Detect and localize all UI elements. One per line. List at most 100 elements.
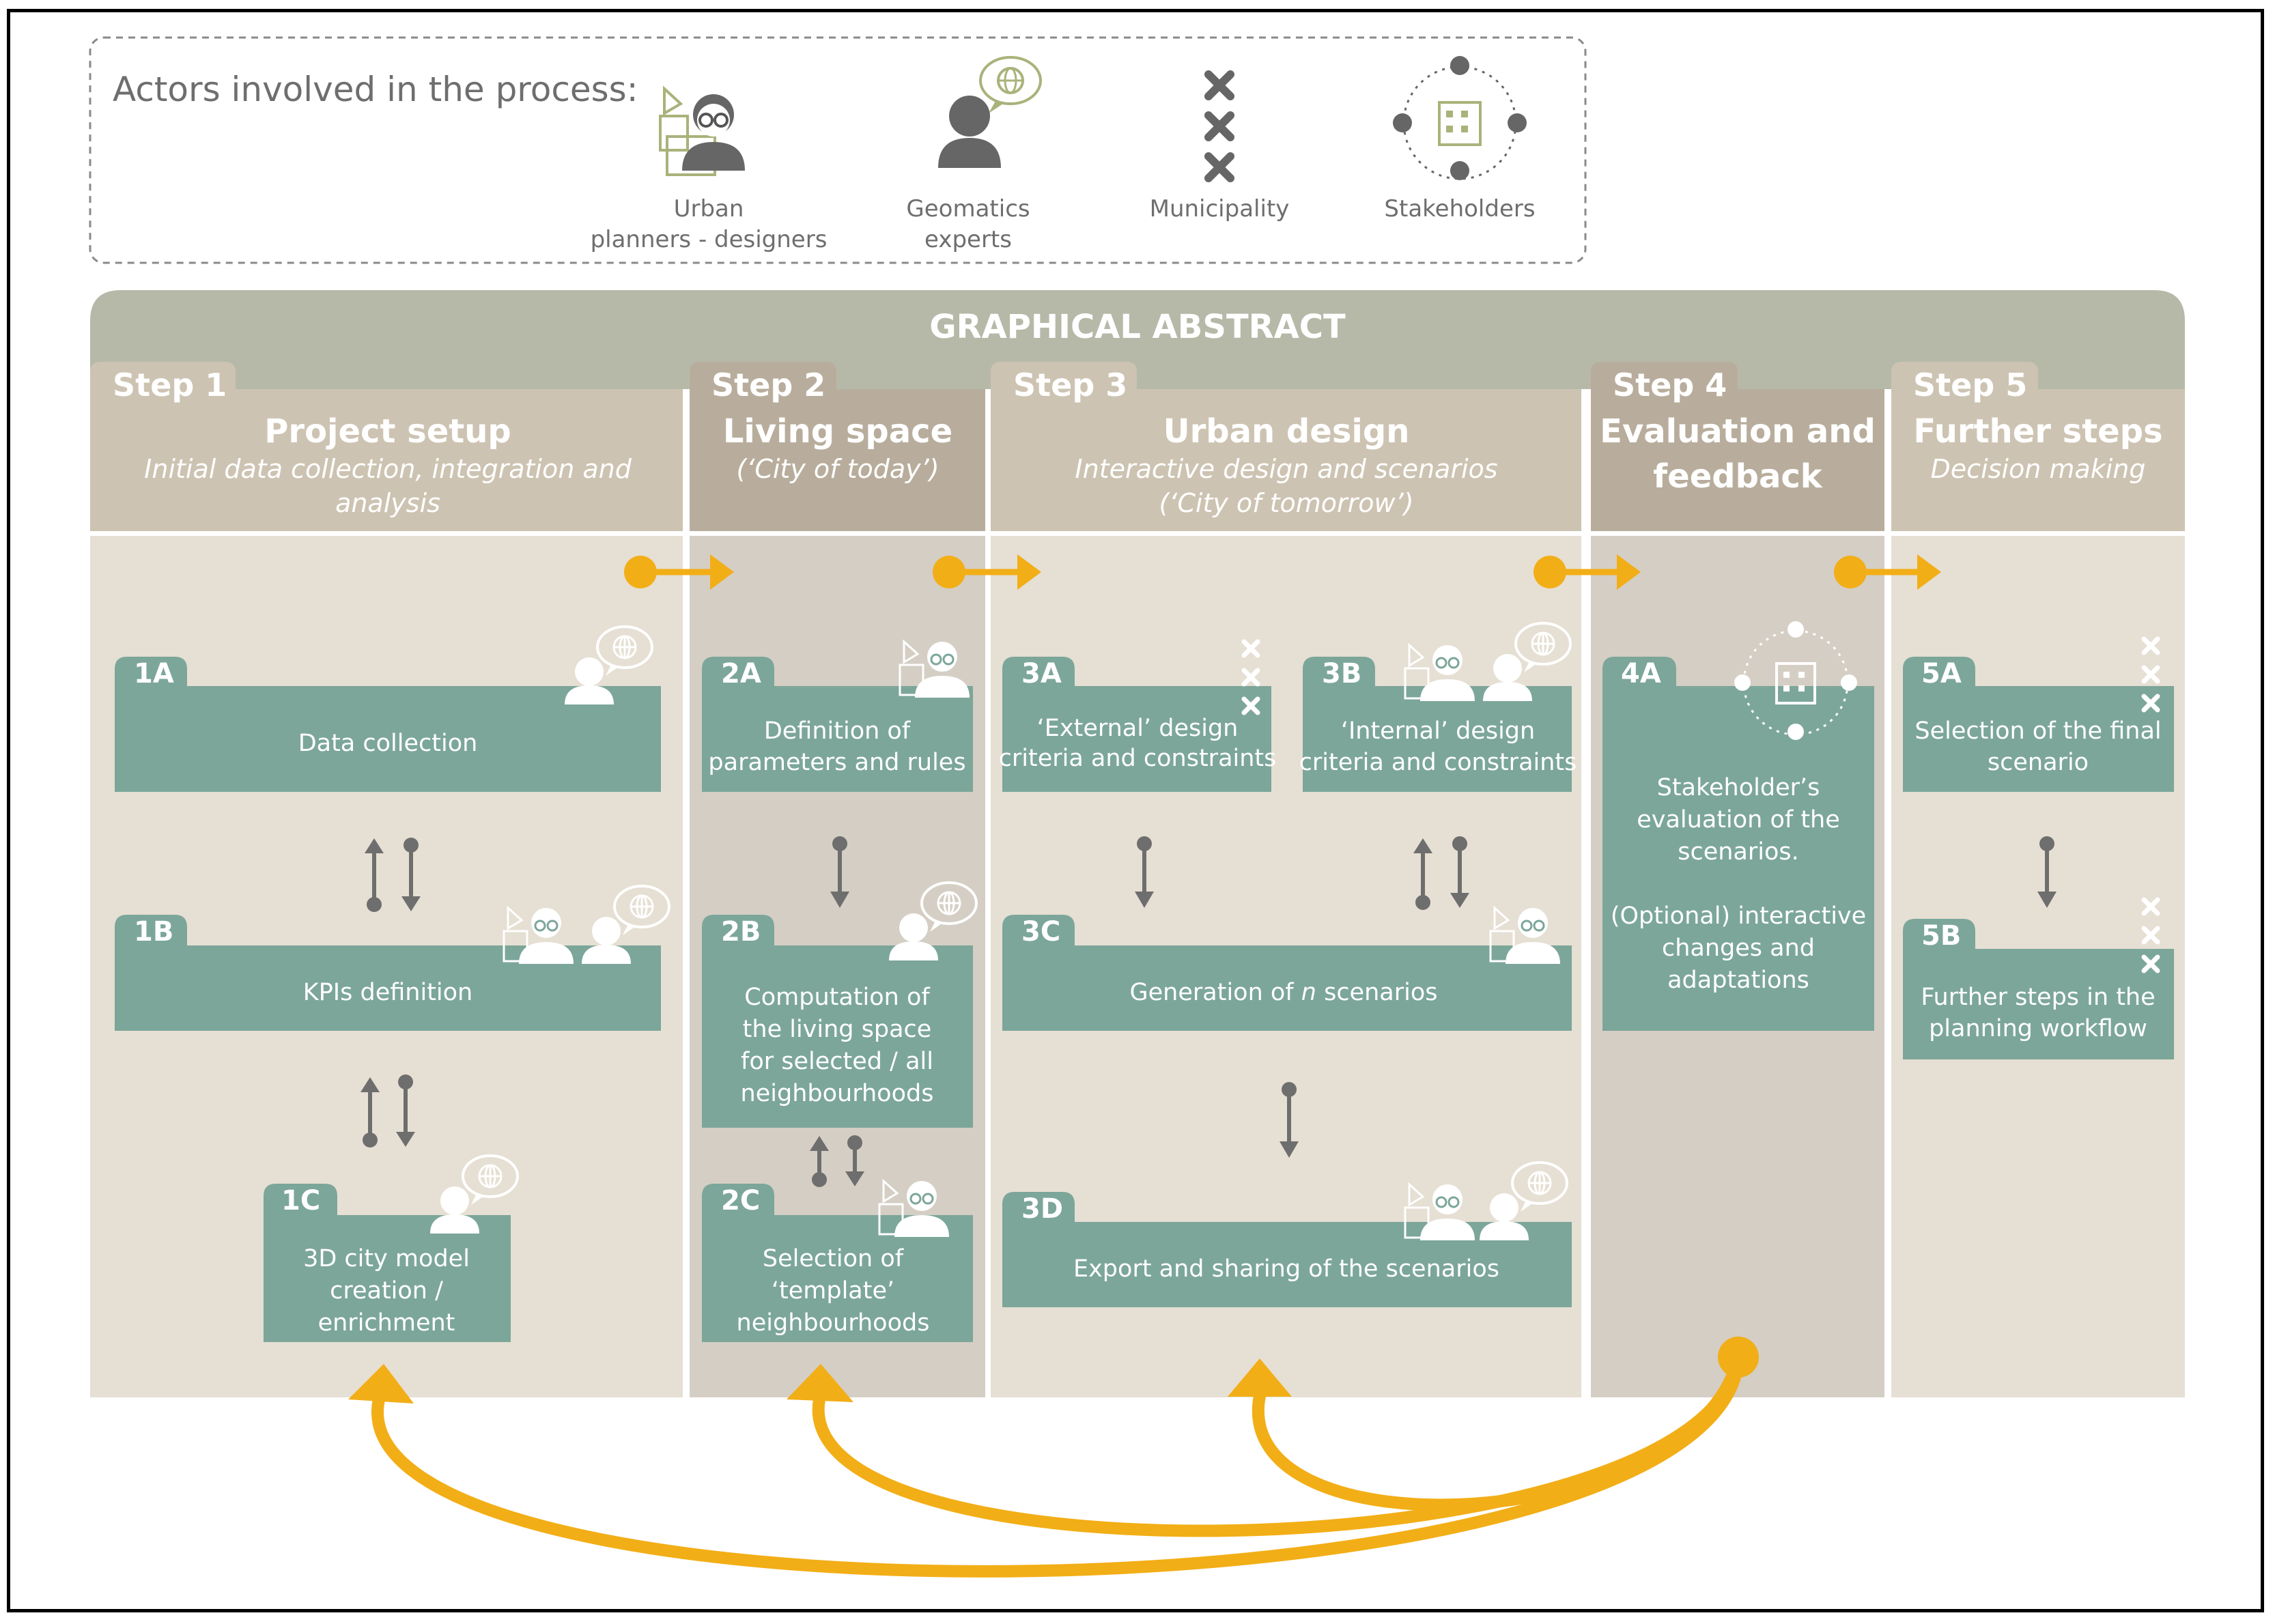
box-text-3A-2: criteria and constraints xyxy=(999,745,1277,772)
box-text-4A-1: Stakeholder’s xyxy=(1657,774,1820,801)
box-id-1A: 1A xyxy=(134,658,174,689)
box-text-1B-1: KPIs definition xyxy=(303,979,473,1006)
box-text-2B-4: neighbourhoods xyxy=(741,1080,934,1107)
bidirectional-arrow-2B-2C xyxy=(810,1135,864,1187)
process-box-3B: 3B ‘Internal’ design criteria and constr… xyxy=(1299,622,1577,792)
box-id-5A: 5A xyxy=(1921,658,1962,689)
box-text-1A-1: Data collection xyxy=(298,730,478,757)
box-id-3D: 3D xyxy=(1021,1193,1063,1225)
actor-label-geomatics-2: experts xyxy=(924,226,1012,253)
box-text-2B-2: the living space xyxy=(743,1016,932,1043)
process-box-3C: 3C Generation of n scenarios xyxy=(1002,907,1572,1031)
box-id-3B: 3B xyxy=(1322,658,1361,689)
step-flow-arrow-4 xyxy=(1834,554,1941,590)
step-subtitle-1b: analysis xyxy=(335,488,440,518)
step-title-2: Living space xyxy=(723,412,952,451)
box-id-5B: 5B xyxy=(1921,920,1961,952)
down-arrow-3C-3D xyxy=(1280,1082,1299,1158)
column-header-step-3 xyxy=(991,362,1581,531)
box-id-3A: 3A xyxy=(1021,658,1062,689)
actors-legend-box xyxy=(89,36,1587,264)
box-text-3B-2: criteria and constraints xyxy=(1299,749,1577,776)
geomatics-expert-icon xyxy=(938,56,1042,168)
box-text-4A-3: scenarios. xyxy=(1678,838,1799,866)
bidirectional-arrow-1B-1C xyxy=(361,1074,415,1148)
process-box-1C: 1C 3D city model creation / enrichment xyxy=(264,1154,519,1342)
feedback-arrowhead-step-2 xyxy=(787,1364,853,1402)
box-text-2B-3: for selected / all xyxy=(741,1048,933,1075)
box-text-4A-5: (Optional) interactive xyxy=(1611,902,1866,930)
step-subtitle-5a: Decision making xyxy=(1931,454,2146,484)
box-text-3A-1: ‘External’ design xyxy=(1037,715,1239,742)
step-subtitle-1a: Initial data collection, integration and xyxy=(144,454,632,484)
box-text-1C-1: 3D city model xyxy=(303,1245,470,1272)
feedback-loop-arrows xyxy=(371,1352,1744,1578)
step-flow-arrow-1 xyxy=(624,554,734,590)
process-box-3A: 3A ‘External’ design criteria and constr… xyxy=(999,642,1277,792)
box-text-4A-6: changes and xyxy=(1662,935,1815,962)
feedback-arrow-to-step-3 xyxy=(1252,1352,1744,1511)
box-text-5A-1: Selection of the final xyxy=(1914,717,2161,745)
box-text-3C-pre: Generation of xyxy=(1130,979,1301,1006)
process-box-1A: 1A Data collection xyxy=(115,625,661,792)
step-title-4b: feedback xyxy=(1653,457,1823,496)
column-header-step-5 xyxy=(1891,362,2185,531)
feedback-arrowhead-step-3 xyxy=(1228,1358,1292,1397)
box-text-4A-2: evaluation of the xyxy=(1637,806,1840,834)
process-box-1B: 1B KPIs definition xyxy=(115,885,670,1031)
actor-label-stakeholders: Stakeholders xyxy=(1384,195,1535,223)
actor-label-urban-2: planners - designers xyxy=(591,226,828,253)
box-text-3C-italic: n xyxy=(1301,979,1316,1006)
step-title-1: Project setup xyxy=(264,412,511,451)
stakeholders-icon xyxy=(1734,621,1857,740)
step-flow-arrow-2 xyxy=(933,554,1041,590)
actors-title: Actors involved in the process: xyxy=(113,70,638,109)
column-header-step-1 xyxy=(90,362,683,531)
box-id-3C: 3C xyxy=(1021,916,1060,948)
stakeholders-icon xyxy=(1393,56,1527,180)
column-header-step-2 xyxy=(690,362,985,531)
box-text-2C-1: Selection of xyxy=(763,1245,904,1272)
box-id-1C: 1C xyxy=(281,1185,320,1216)
box-text-3B-1: ‘Internal’ design xyxy=(1341,717,1535,745)
step-tag-1: Step 1 xyxy=(113,367,227,403)
step-subtitle-3b: (‘City of tomorrow’) xyxy=(1159,488,1413,518)
box-text-2C-2: ‘template’ xyxy=(772,1277,894,1305)
bidirectional-arrow-1A-1B xyxy=(365,838,421,912)
box-text-5B-1: Further steps in the xyxy=(1921,984,2155,1011)
municipality-icon xyxy=(1204,70,1234,182)
process-box-2B: 2B Computation of the living space for s… xyxy=(702,881,978,1128)
down-arrow-3A-3C xyxy=(1135,836,1154,908)
box-text-1C-3: enrichment xyxy=(318,1309,455,1337)
box-text-5B-2: planning workflow xyxy=(1929,1015,2147,1042)
box-text-3C-post: scenarios xyxy=(1316,979,1438,1006)
step-title-5: Further steps xyxy=(1913,412,2162,451)
step-flow-arrow-3 xyxy=(1534,554,1641,590)
feedback-loop-origin xyxy=(1718,1337,1759,1378)
box-id-2B: 2B xyxy=(721,916,761,948)
box-id-1B: 1B xyxy=(134,916,173,948)
bidirectional-arrow-3B-3C xyxy=(1413,836,1469,910)
process-box-5A: 5A Selection of the final scenario xyxy=(1903,639,2174,792)
step-title-3: Urban design xyxy=(1163,412,1410,451)
box-text-1C-2: creation / xyxy=(330,1277,443,1305)
box-text-3D-1: Export and sharing of the scenarios xyxy=(1073,1255,1499,1283)
box-id-2C: 2C xyxy=(721,1185,760,1216)
box-id-4A: 4A xyxy=(1621,658,1661,689)
column-header-step-4 xyxy=(1591,362,1884,531)
process-box-2C: 2C Selection of ‘template’ neighbourhood… xyxy=(702,1180,973,1342)
feedback-arrowhead-step-1 xyxy=(348,1364,414,1404)
step-tag-4: Step 4 xyxy=(1613,367,1727,403)
process-box-2A: 2A Definition of parameters and rules xyxy=(702,640,973,792)
actor-label-municipality: Municipality xyxy=(1150,195,1290,223)
process-box-3D: 3D Export and sharing of the scenarios xyxy=(1002,1161,1572,1307)
step-subtitle-2a: (‘City of today’) xyxy=(736,454,939,484)
step-tag-3: Step 3 xyxy=(1013,367,1127,403)
step-tag-5: Step 5 xyxy=(1913,367,2027,403)
urban-planner-icon xyxy=(659,85,745,176)
step-subtitle-3a: Interactive design and scenarios xyxy=(1075,454,1497,484)
process-box-5B: 5B Further steps in the planning workflo… xyxy=(1903,900,2174,1059)
actor-label-urban-1: Urban xyxy=(674,195,744,223)
box-text-3C: Generation of n scenarios xyxy=(1130,979,1438,1006)
